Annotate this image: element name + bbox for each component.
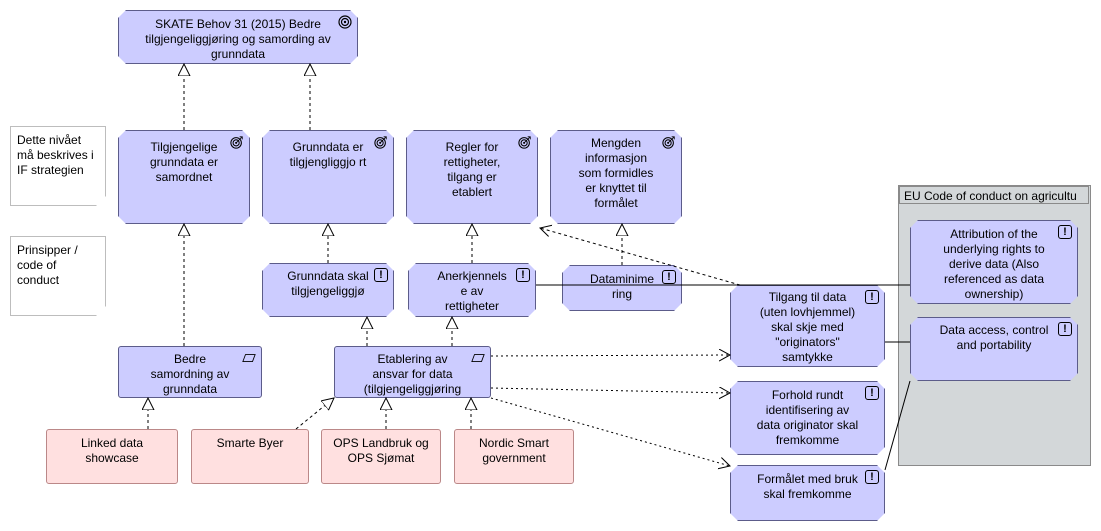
workpackage-nordic-smart[interactable]: Nordic Smart government: [454, 429, 574, 484]
workpackage-linked-data[interactable]: Linked data showcase: [46, 429, 178, 484]
goal-regler-for-rettigheter[interactable]: Regler for rettigheter, tilgang er etabl…: [406, 130, 538, 224]
principle-exclamation-icon: !: [662, 270, 676, 284]
node-label: Bedre samordning av grunndata: [150, 352, 230, 396]
workpackage-smarte-byer[interactable]: Smarte Byer: [191, 429, 309, 484]
note-dette-nivaet[interactable]: Dette nivået må beskrives i IF strategie…: [10, 126, 106, 206]
principle-exclamation-icon: !: [516, 268, 530, 282]
principle-data-access[interactable]: Data access, control and portability !: [910, 317, 1078, 381]
goal-grunndata-tilgjengliggjort[interactable]: Grunndata er tilgjengliggjo rt: [262, 130, 394, 224]
node-label: Grunndata er tilgjengliggjo rt: [289, 140, 367, 169]
principle-exclamation-icon: !: [374, 268, 388, 282]
group-title: EU Code of conduct on agricultu: [899, 186, 1089, 204]
node-label: Mengden informasjon som formidles er kny…: [578, 136, 654, 210]
principle-formalet-med-bruk[interactable]: Formålet med bruk skal fremkomme !: [730, 465, 885, 521]
principle-grunndata-skal[interactable]: Grunndata skal tilgjengeliggjø !: [262, 263, 394, 317]
principle-dataminimering[interactable]: Dataminime ring !: [562, 265, 682, 311]
node-label: Tilgjengelige grunndata er samordnet: [149, 140, 219, 184]
principle-exclamation-icon: !: [865, 290, 879, 304]
principle-exclamation-icon: !: [865, 470, 879, 484]
principle-exclamation-icon: !: [1058, 225, 1072, 239]
deliverable-etablering-av-ansvar[interactable]: Etablering av ansvar for data (tilgjenge…: [334, 346, 491, 398]
influence-edge: [490, 355, 730, 356]
deliverable-bedre-samordning[interactable]: Bedre samordning av grunndata: [118, 346, 262, 398]
realization-edge: [295, 398, 334, 430]
node-label: Data access, control and portability: [939, 323, 1049, 352]
node-label: Dataminime ring: [589, 272, 655, 301]
goal-skate-behov[interactable]: SKATE Behov 31 (2015) Bedre tilgjengelig…: [118, 10, 358, 64]
node-label: Formålet med bruk skal fremkomme: [757, 472, 858, 501]
principle-exclamation-icon: !: [865, 386, 879, 400]
node-label: Linked data showcase: [80, 436, 144, 465]
node-label: Attribution of the underlying rights to …: [943, 227, 1045, 301]
goal-target-icon: [338, 15, 352, 29]
principle-attribution[interactable]: Attribution of the underlying rights to …: [910, 220, 1078, 304]
note-prinsipper[interactable]: Prinsipper / code of conduct: [10, 236, 106, 316]
goal-target-icon: [662, 135, 676, 149]
node-label: Anerkjennels e av rettigheter: [437, 269, 507, 313]
workpackage-ops[interactable]: OPS Landbruk og OPS Sjømat: [321, 429, 441, 484]
influence-edge: [540, 228, 741, 286]
principle-anerkjennelse[interactable]: Anerkjennels e av rettigheter !: [408, 263, 536, 317]
principle-exclamation-icon: !: [1058, 322, 1072, 336]
principle-tilgang-til-data[interactable]: Tilgang til data (uten lovhjemmel) skal …: [730, 285, 885, 367]
deliverable-parallelogram-icon: [242, 351, 256, 365]
node-label: Regler for rettigheter, tilgang er etabl…: [443, 140, 501, 199]
association-edge: [884, 380, 911, 471]
node-label: Smarte Byer: [216, 436, 284, 450]
node-label: Grunndata skal tilgjengeliggjø: [287, 269, 369, 298]
goal-mengden-informasjon[interactable]: Mengden informasjon som formidles er kny…: [550, 130, 682, 224]
node-label: OPS Landbruk og OPS Sjømat: [333, 436, 429, 465]
deliverable-parallelogram-icon: [471, 351, 485, 365]
goal-target-icon: [230, 135, 244, 149]
node-label: Nordic Smart government: [478, 436, 549, 465]
influence-edge: [490, 388, 730, 393]
node-label: Forhold rundt identifisering av data ori…: [756, 388, 859, 447]
goal-target-icon: [374, 135, 388, 149]
goal-tilgjengelige-grunndata[interactable]: Tilgjengelige grunndata er samordnet: [118, 130, 250, 224]
goal-target-icon: [518, 135, 532, 149]
note-text: Prinsipper / code of conduct: [17, 243, 78, 287]
note-text: Dette nivået må beskrives i IF strategie…: [17, 133, 94, 177]
influence-edge: [490, 397, 730, 466]
node-label: Tilgang til data (uten lovhjemmel) skal …: [759, 290, 856, 364]
node-label: Etablering av ansvar for data (tilgjenge…: [363, 352, 462, 396]
principle-forhold-rundt[interactable]: Forhold rundt identifisering av data ori…: [730, 381, 885, 455]
node-label: SKATE Behov 31 (2015) Bedre tilgjengelig…: [145, 17, 331, 61]
